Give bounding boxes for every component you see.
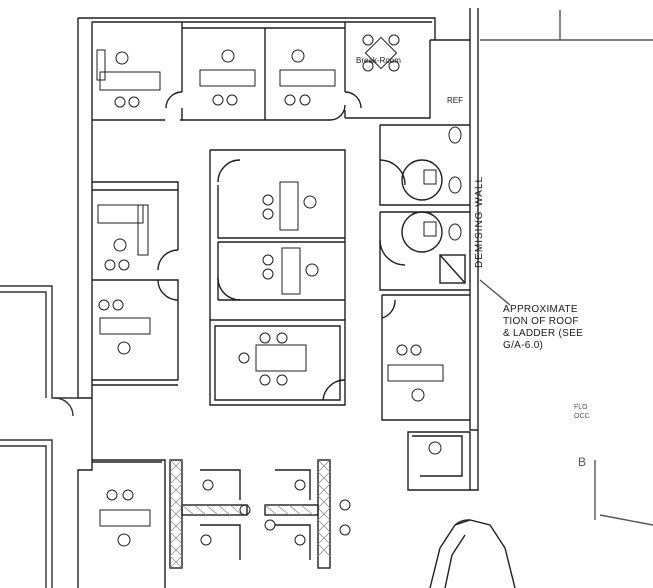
outer-wall [77, 8, 479, 588]
edge-text-b: B [578, 455, 587, 469]
furniture-top-left [96, 49, 161, 108]
toilets [423, 126, 462, 241]
break-room-label: Break-Room [356, 56, 401, 65]
roof-ladder-callout: APPROXIMATE TION OF ROOF & LADDER (SEE G… [503, 304, 583, 352]
entry-walls [429, 519, 516, 588]
callout-line-3: & LADDER (SEE [503, 328, 584, 339]
workstation-cluster-right [264, 459, 331, 569]
callout-line-1: APPROXIMATE [503, 304, 578, 315]
furniture-right-office [387, 344, 444, 402]
furniture-left-rooms [97, 204, 151, 355]
edge-text-occ: OCC [574, 413, 590, 420]
restrooms [379, 124, 470, 291]
break-room-table [362, 34, 400, 72]
reception-area [407, 431, 471, 491]
right-office [381, 294, 470, 421]
edge-text-flo: FLO [574, 404, 588, 411]
callout-line-4: G/A-6.0) [503, 340, 544, 351]
furniture-bottom [99, 441, 442, 547]
furniture-top-mid [199, 49, 336, 106]
ref-label: REF [447, 96, 463, 105]
top-offices [92, 22, 470, 121]
left-offices [92, 181, 179, 386]
exterior-right [479, 10, 653, 526]
demising-wall-label: DEMISING WALL [474, 175, 485, 268]
workstation-cluster-left [169, 459, 248, 569]
center-offices [209, 149, 346, 406]
adjacent-building [0, 285, 78, 588]
furniture-center [238, 181, 319, 386]
bottom-left-office [92, 459, 166, 588]
callout-line-2: TION OF ROOF [503, 316, 579, 327]
